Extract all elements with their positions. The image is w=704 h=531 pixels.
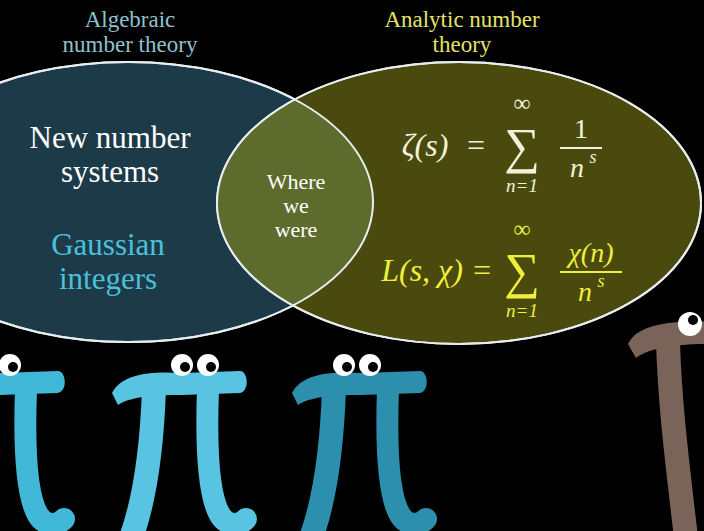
set-outline bbox=[0, 62, 373, 342]
venn-overlap: Where we were bbox=[218, 92, 374, 314]
set-heading: Analytic number theory bbox=[382, 7, 542, 58]
formula-term: n=1 bbox=[506, 301, 538, 322]
region-label: New number systems bbox=[3, 121, 218, 189]
pi-creature bbox=[292, 354, 427, 531]
formula-term: = bbox=[467, 128, 485, 163]
formula-term: n bbox=[570, 153, 584, 184]
formula-term: ∞ bbox=[513, 216, 530, 242]
region-label: Gaussian integers bbox=[1, 228, 216, 296]
formula-term: s bbox=[597, 272, 604, 292]
formula-term: s bbox=[589, 148, 596, 168]
formula-term: n bbox=[578, 277, 592, 308]
formula-term: χ(n) bbox=[569, 238, 614, 269]
set-ellipse bbox=[0, 62, 373, 342]
formula-term: 1 bbox=[574, 114, 588, 145]
overlap-label: Where we were bbox=[264, 170, 328, 243]
lens-fill bbox=[0, 62, 373, 342]
set-ellipse bbox=[217, 62, 701, 344]
set-outline bbox=[217, 62, 701, 344]
venn-circle: Algebraic number theoryNew number system… bbox=[0, 62, 373, 344]
formula-term: ζ(s) bbox=[402, 128, 449, 163]
fraction-bar bbox=[560, 271, 622, 273]
set-heading: Algebraic number theory bbox=[50, 7, 210, 58]
pi-creature bbox=[112, 354, 247, 531]
pi-creature bbox=[628, 312, 704, 531]
formula-term: L(s, χ) bbox=[381, 253, 463, 288]
pi-creature bbox=[0, 354, 65, 531]
fraction-bar bbox=[560, 147, 602, 149]
formula-term: ∑ bbox=[504, 121, 540, 171]
formula-term: ∞ bbox=[513, 90, 530, 116]
formula-term: ∑ bbox=[504, 246, 540, 296]
formula-term: n=1 bbox=[506, 176, 538, 197]
formula-term: = bbox=[473, 253, 491, 288]
